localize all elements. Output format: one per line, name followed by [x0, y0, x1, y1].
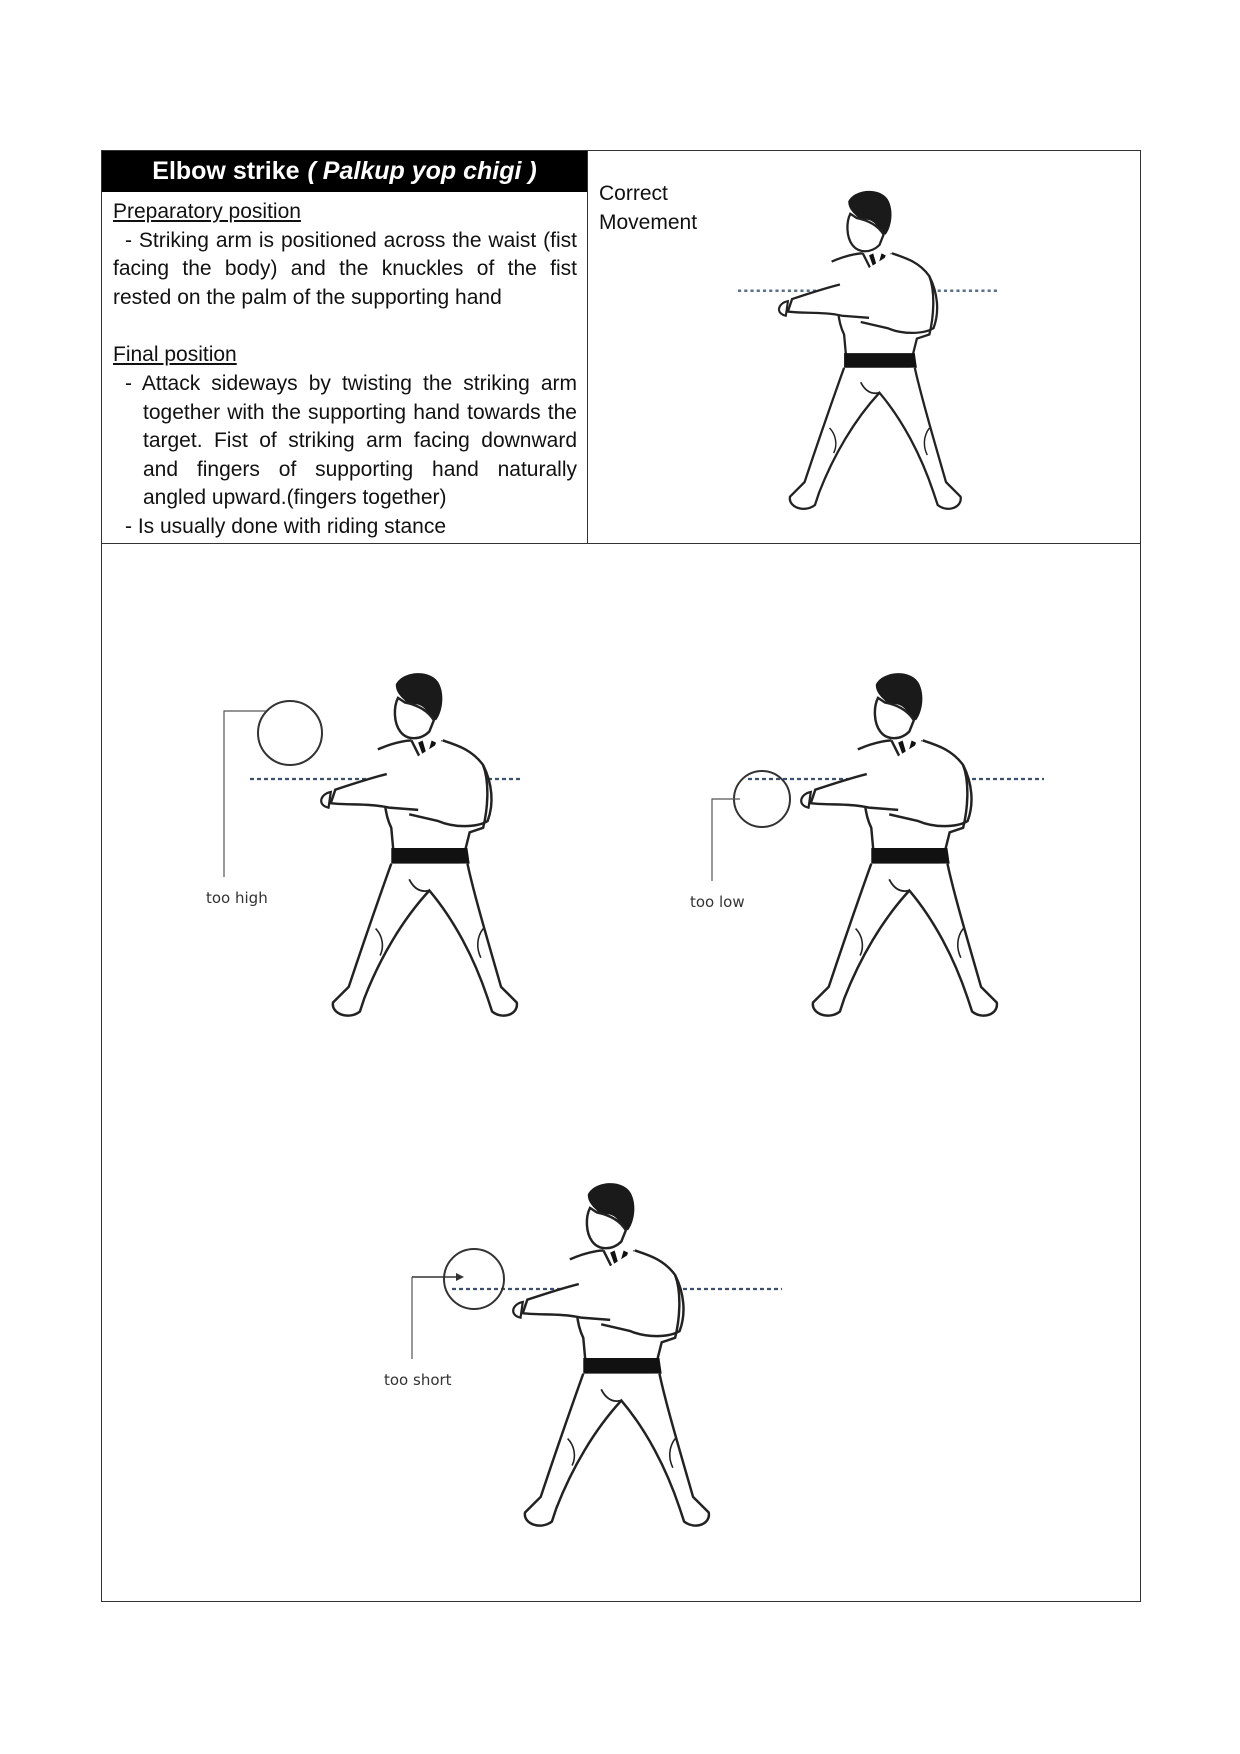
too-short-label: too short — [384, 1371, 452, 1389]
preparatory-text-content: - Striking arm is positioned across the … — [113, 228, 577, 309]
technique-sheet: Elbow strike ( Palkup yop chigi ) Prepar… — [101, 150, 1141, 1602]
page-title: Elbow strike ( Palkup yop chigi ) — [102, 151, 587, 192]
title-main: Elbow strike — [152, 157, 300, 185]
final-item-2: - Is usually done with riding stance — [125, 514, 446, 538]
too-short-figure: too short — [384, 1181, 782, 1527]
too-high-figure: too high — [206, 671, 520, 1017]
final-item-1: - Attack sideways by twisting the striki… — [125, 371, 577, 510]
correct-label-line1: Correct — [599, 182, 668, 205]
final-heading: Final position — [113, 343, 237, 367]
instructions: Preparatory position - Striking arm is p… — [113, 198, 577, 542]
preparatory-heading: Preparatory position — [113, 200, 301, 223]
description-cell: Elbow strike ( Palkup yop chigi ) Prepar… — [102, 151, 588, 543]
correct-movement-label: Correct Movement — [599, 179, 697, 237]
preparatory-text: - Striking arm is positioned across the … — [113, 227, 577, 313]
description-row: Elbow strike ( Palkup yop chigi ) Prepar… — [102, 151, 1140, 544]
correct-label-line2: Movement — [599, 211, 698, 234]
correct-movement-figure — [738, 189, 998, 510]
too-high-label: too high — [206, 889, 268, 907]
title-sub: ( Palkup yop chigi ) — [307, 157, 537, 185]
too-low-label: too low — [690, 893, 745, 911]
too-low-figure: too low — [690, 671, 1044, 1017]
